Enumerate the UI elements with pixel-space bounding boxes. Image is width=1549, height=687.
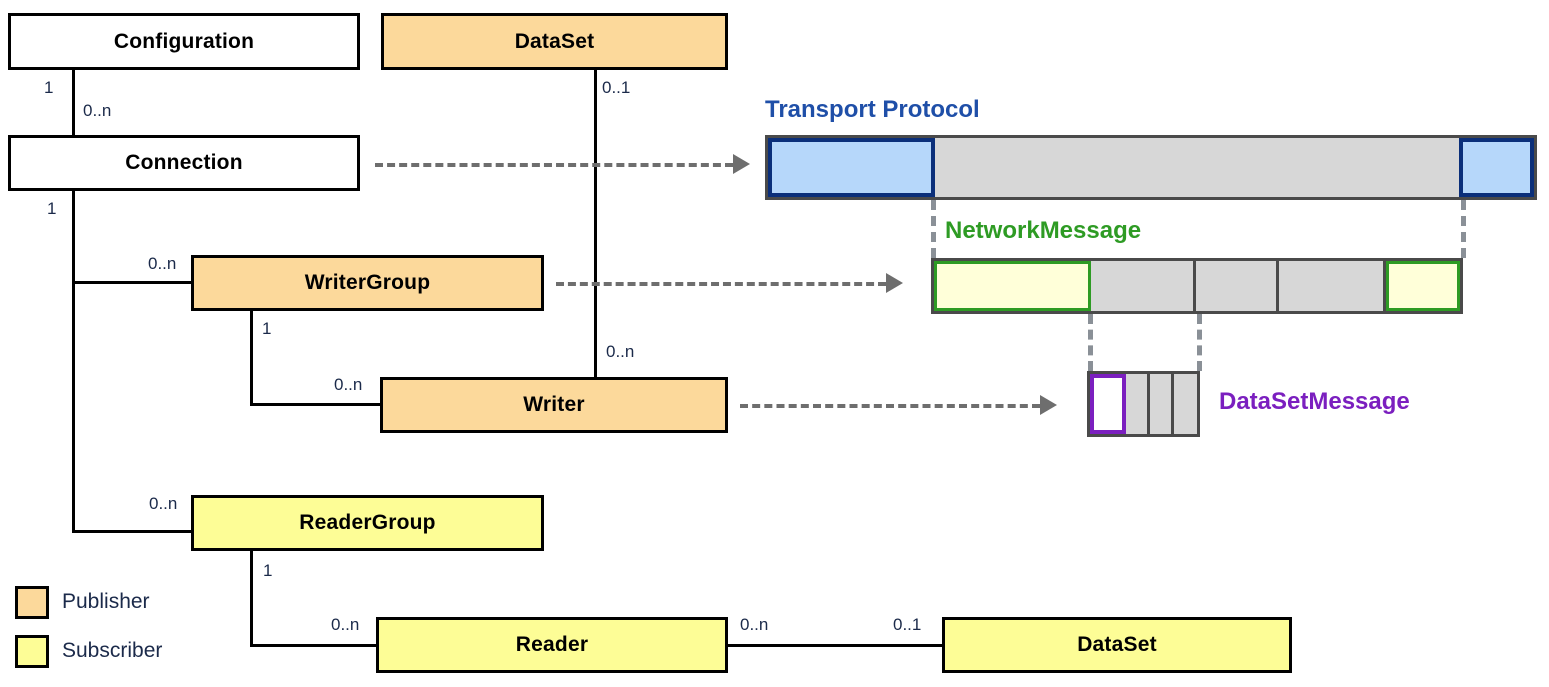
multiplicity-config-target: 0..n: [83, 101, 112, 120]
dependency-arrowhead-transport: [733, 154, 750, 174]
connector-connection-trunk: [72, 191, 75, 533]
transport-trailer-segment: [1458, 138, 1534, 197]
class-box-configuration[interactable]: Configuration: [8, 13, 360, 70]
legend-label-subscriber: Subscriber: [62, 639, 163, 662]
multiplicity-writergroup-source: 1: [262, 319, 272, 338]
networkmessage-payload-segment-2: [1196, 261, 1280, 311]
connector-readergroup-reader-horizontal: [250, 644, 379, 647]
connector-readergroup-reader-vertical: [250, 551, 253, 644]
leader-networkmessage-to-datasetmessage-right: [1197, 314, 1202, 371]
multiplicity-config-source: 1: [44, 78, 54, 97]
networkmessage-header-segment: [934, 261, 1092, 311]
multiplicity-reader-dataset-source: 0..n: [740, 615, 769, 634]
connector-writergroup-writer-vertical: [250, 311, 253, 403]
datasetmessage-field-segment-3: [1173, 374, 1198, 434]
class-box-connection[interactable]: Connection: [8, 135, 360, 191]
class-box-writergroup[interactable]: WriterGroup: [191, 255, 544, 311]
class-box-dataset-top[interactable]: DataSet: [381, 13, 728, 70]
multiplicity-connection-writergroup: 0..n: [148, 254, 177, 273]
networkmessage-payload-segment-3: [1279, 261, 1386, 311]
multiplicity-connection-source: 1: [47, 199, 57, 218]
leader-transport-to-networkmessage-right: [1461, 200, 1466, 258]
dataset-message-label: DataSetMessage: [1219, 388, 1410, 415]
multiplicity-connection-readergroup: 0..n: [149, 494, 178, 513]
connector-connection-readergroup: [72, 530, 194, 533]
legend-swatch-subscriber: [15, 635, 49, 668]
class-box-readergroup[interactable]: ReaderGroup: [191, 495, 544, 551]
leader-transport-to-networkmessage-left: [931, 200, 936, 258]
transport-payload-segment: [934, 138, 1459, 197]
dependency-writer-datasetmessage: [740, 404, 1040, 408]
class-box-dataset-bottom[interactable]: DataSet: [942, 617, 1292, 673]
class-box-reader[interactable]: Reader: [376, 617, 728, 673]
multiplicity-dataset-writer: 0..n: [606, 342, 635, 361]
multiplicity-writergroup-writer: 0..n: [334, 375, 363, 394]
network-message-label: NetworkMessage: [945, 217, 1142, 244]
transport-protocol-label: Transport Protocol: [765, 96, 980, 123]
dependency-arrowhead-networkmessage: [886, 273, 903, 293]
networkmessage-payload-segment-1: [1091, 261, 1196, 311]
dataset-message-bar: [1087, 371, 1200, 437]
class-box-writer[interactable]: Writer: [380, 377, 728, 433]
network-message-bar: [931, 258, 1463, 314]
datasetmessage-header-segment: [1090, 374, 1127, 434]
networkmessage-trailer-segment: [1385, 261, 1460, 311]
leader-networkmessage-to-datasetmessage-left: [1088, 314, 1093, 371]
multiplicity-dataset-top: 0..1: [602, 78, 631, 97]
dependency-connection-transport: [375, 163, 733, 167]
legend-label-publisher: Publisher: [62, 590, 150, 613]
dependency-arrowhead-datasetmessage: [1040, 395, 1057, 415]
multiplicity-readergroup-reader: 0..n: [331, 615, 360, 634]
dependency-writergroup-networkmessage: [556, 282, 886, 286]
connector-connection-writergroup: [72, 281, 194, 284]
connector-reader-dataset: [727, 644, 945, 647]
transport-protocol-bar: [765, 135, 1537, 200]
legend-swatch-publisher: [15, 586, 49, 619]
datasetmessage-field-segment-1: [1126, 374, 1150, 434]
multiplicity-reader-dataset-target: 0..1: [893, 615, 922, 634]
transport-header-segment: [768, 138, 935, 197]
datasetmessage-field-segment-2: [1149, 374, 1174, 434]
connector-configuration-connection: [72, 70, 75, 138]
connector-dataset-writer: [594, 70, 597, 380]
connector-writergroup-writer-horizontal: [250, 403, 383, 406]
multiplicity-readergroup-source: 1: [263, 561, 273, 580]
